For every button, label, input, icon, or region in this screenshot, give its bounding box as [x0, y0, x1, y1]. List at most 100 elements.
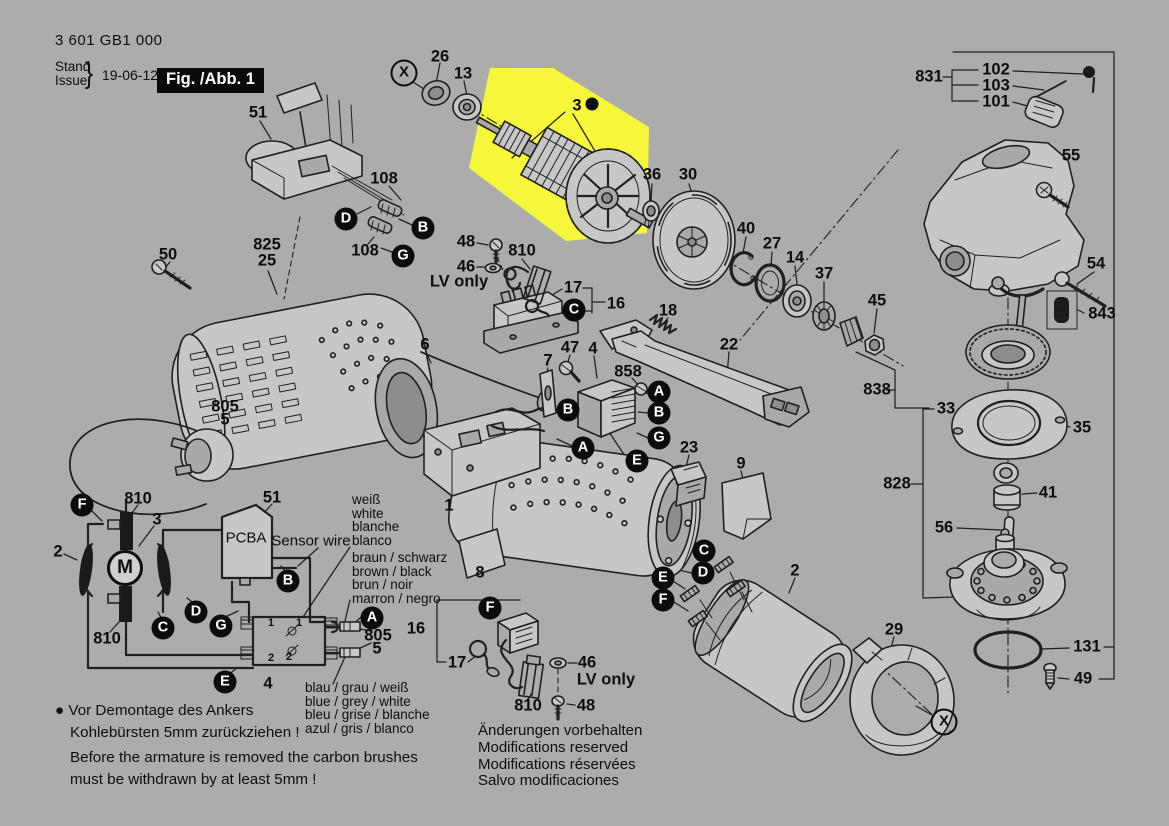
part-103: 103: [982, 76, 1010, 95]
part-29: 29: [884, 620, 904, 639]
part-33: 33: [936, 399, 956, 418]
ref-x-bottom: X: [930, 708, 958, 736]
stand-issue-label: Stand Issue: [55, 60, 90, 88]
ref-g2: G: [647, 426, 671, 450]
ref-a1: A: [647, 380, 671, 404]
part-37: 37: [814, 264, 834, 283]
part-828: 828: [883, 474, 911, 493]
gear-housing: [923, 139, 1085, 297]
ref-c3: C: [151, 616, 175, 640]
ref-f3: F: [478, 596, 502, 620]
leader-lines: [63, 51, 1115, 716]
ref-e1: E: [625, 449, 649, 473]
field-coil-4: [539, 360, 655, 438]
part-13: 13: [453, 64, 473, 83]
ref-b2: B: [647, 401, 671, 425]
part-51: 51: [248, 103, 268, 122]
brace-glyph: }: [85, 57, 94, 90]
part-41: 41: [1038, 483, 1058, 502]
part-810c: 810: [93, 629, 121, 648]
screw-49: [1043, 662, 1057, 690]
part-23: 23: [679, 438, 699, 457]
ref-b3: B: [556, 398, 580, 422]
part-7: 7: [543, 351, 553, 370]
terminal-2a: 2: [267, 652, 275, 664]
part-102: 102: [982, 60, 1010, 79]
modifications-note: Änderungen vorbehalten Modifications res…: [478, 722, 643, 790]
part-2s: 2: [53, 542, 63, 561]
screw-50: [151, 259, 192, 290]
part-843: 843: [1088, 304, 1116, 323]
part-131: 131: [1073, 637, 1101, 656]
handle-housing-825: [171, 293, 439, 470]
part-55: 55: [1061, 146, 1081, 165]
ref-d2: D: [691, 561, 715, 585]
terminal-2b: 2: [285, 651, 293, 663]
lock-lever-22: [599, 319, 810, 428]
part-825: 825: [253, 235, 281, 254]
part-35: 35: [1072, 418, 1092, 437]
part-14: 14: [785, 248, 805, 267]
issue-label: Issue: [55, 73, 88, 88]
part-47: 47: [560, 338, 580, 357]
part-2-field: 2: [790, 561, 800, 580]
part-54: 54: [1086, 254, 1106, 273]
label-plate-8: [458, 528, 506, 579]
part-27: 27: [762, 234, 782, 253]
ref-b4: B: [276, 569, 300, 593]
type-number: 3 601 GB1 000: [55, 32, 163, 49]
part-36: 36: [642, 165, 662, 184]
ref-x-top: X: [390, 59, 418, 87]
pcba-label: PCBA: [225, 529, 267, 547]
ref-g3: G: [209, 614, 233, 638]
terminal-1b: 1: [295, 617, 303, 629]
warning-bullet: ●: [55, 702, 65, 719]
label-plate-9: [721, 472, 772, 540]
part-46a: 46: [456, 257, 476, 276]
part-50: 50: [158, 245, 178, 264]
part-17b: 17: [447, 653, 467, 672]
part-26: 26: [430, 47, 450, 66]
part-16b: 16: [406, 619, 426, 638]
part-3s: 3: [152, 510, 162, 529]
part-49: 49: [1073, 669, 1093, 688]
part-18: 18: [658, 301, 678, 320]
part-48a: 48: [456, 232, 476, 251]
armature-ref-dot: [585, 97, 599, 111]
switch-assembly-51: [245, 82, 405, 216]
part-3: 3: [572, 96, 582, 115]
part-22: 22: [719, 335, 739, 354]
ref-c2: C: [692, 539, 716, 563]
armature-warning-note: ● Vor Demontage des Ankers Kohlebürsten …: [55, 702, 418, 788]
part-40: 40: [736, 219, 756, 238]
motor-symbol: M: [107, 550, 143, 586]
part-108a: 108: [370, 169, 398, 188]
part-810b: 810: [124, 489, 152, 508]
o-ring-131: [973, 630, 1043, 670]
part-108b: 108: [351, 241, 379, 260]
lv-only-a: LV only: [429, 272, 489, 291]
terminal-pins-108: [367, 199, 403, 235]
stand-label: Stand: [55, 59, 91, 74]
ref-a3: A: [360, 606, 384, 630]
ref-c1: C: [562, 298, 586, 322]
brush-holder-23: [670, 461, 707, 507]
part-5a: 5: [220, 410, 230, 429]
ref-e3: E: [213, 670, 237, 694]
brush-assembly-lower: [468, 612, 567, 721]
part-25: 25: [257, 251, 277, 270]
part-30: 30: [678, 165, 698, 184]
ref-f1: F: [70, 493, 94, 517]
figure-label: Fig. /Abb. 1: [157, 68, 264, 93]
part-5b: 5: [372, 639, 382, 658]
part-810d: 810: [514, 696, 542, 715]
switch-module-center: [483, 238, 579, 354]
part-56: 56: [934, 518, 954, 537]
part-838: 838: [863, 380, 891, 399]
issue-date: 19-06-12: [102, 67, 159, 83]
